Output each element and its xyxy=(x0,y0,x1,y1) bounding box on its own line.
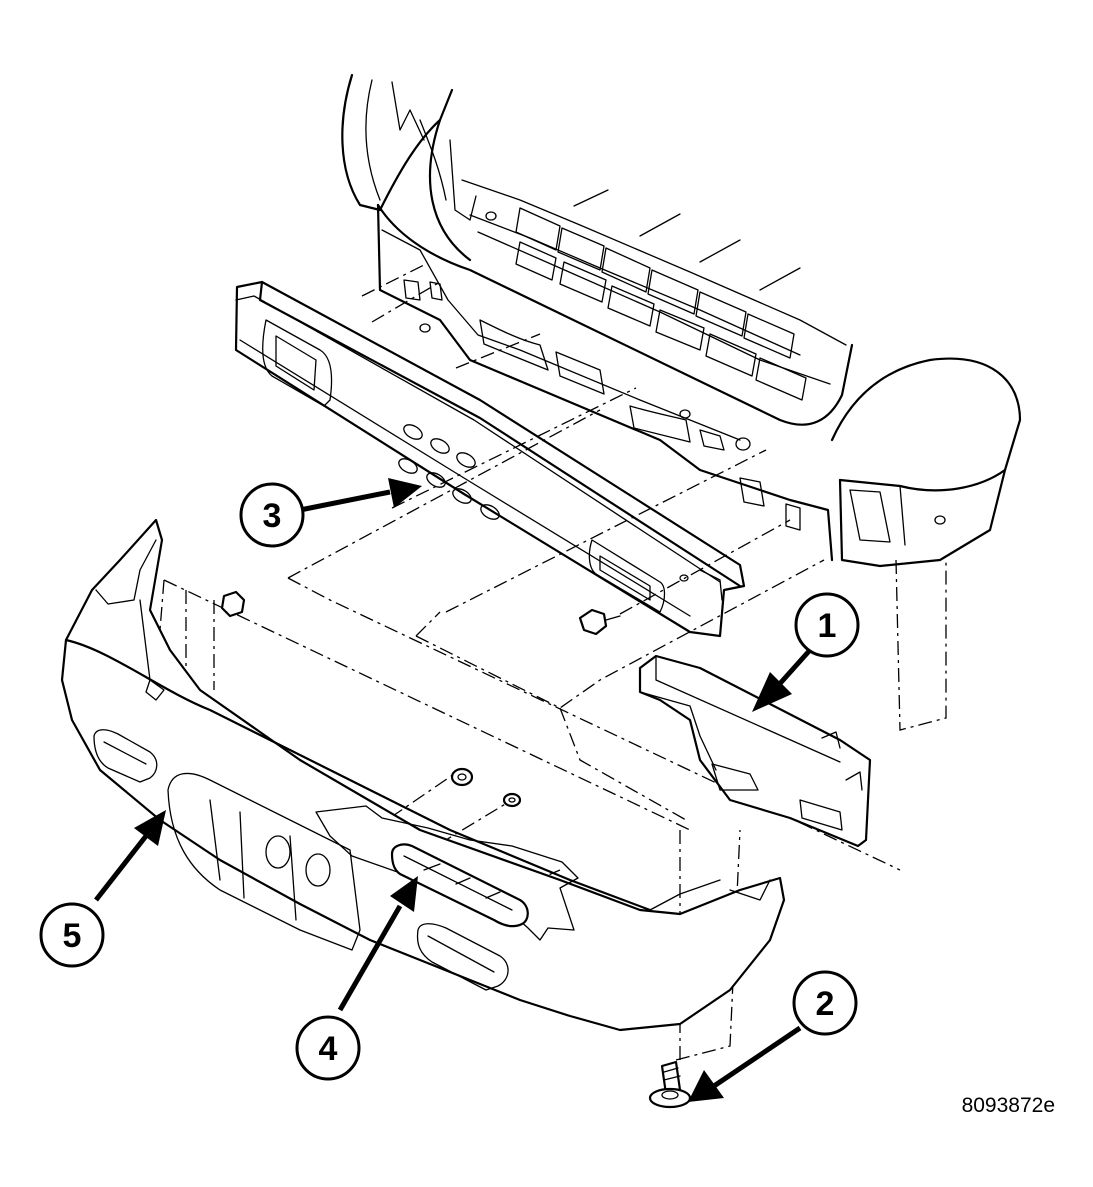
callout-1: 1 xyxy=(794,592,860,658)
callout-2-label: 2 xyxy=(816,985,835,1023)
callout-4: 4 xyxy=(295,1015,361,1081)
bumper-reinforcement xyxy=(234,280,746,638)
callout-leaders xyxy=(94,478,812,1102)
callout-3-label: 3 xyxy=(263,497,282,535)
fasteners xyxy=(220,590,621,808)
screw xyxy=(648,1060,692,1109)
vehicle-front-structure xyxy=(341,73,1022,568)
callout-2: 2 xyxy=(792,970,858,1036)
front-fascia xyxy=(60,518,786,1032)
callout-5-label: 5 xyxy=(63,917,82,955)
figure-id-label: 8093872e xyxy=(962,1094,1055,1117)
fascia-support xyxy=(638,654,872,848)
callout-1-label: 1 xyxy=(818,607,837,645)
callout-3: 3 xyxy=(239,482,305,548)
callout-4-label: 4 xyxy=(319,1030,338,1068)
callout-5: 5 xyxy=(39,902,105,968)
alignment-lines xyxy=(155,263,947,1061)
